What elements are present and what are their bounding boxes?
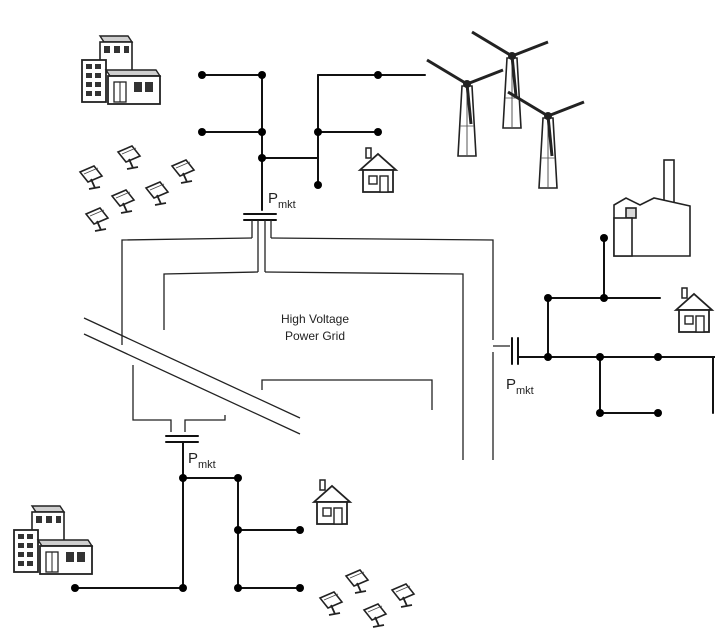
solar-panel-icon [319,591,343,616]
svg-text:Pmkt: Pmkt [188,450,216,471]
grid-label-line2: Power Grid [285,329,345,343]
house-icon [313,479,351,525]
office-building-icon [13,505,93,575]
wind-turbine-icon [470,30,550,130]
svg-text:Pmkt: Pmkt [506,376,534,397]
solar-panel-icon [171,159,195,184]
svg-text:Pmkt: Pmkt [268,190,296,211]
grid-label: High Voltage Power Grid [281,312,349,343]
solar-panel-icon [391,583,415,608]
price-label-bottom-main: P [188,450,198,467]
solar-panel-icon [111,189,135,214]
right-transformer [511,337,519,365]
price-label-bottom-sub: mkt [198,459,216,471]
solar-panel-icon [345,569,369,594]
house-icon [675,287,713,333]
price-label-right-sub: mkt [516,385,534,397]
solar-panel-icon [117,145,141,170]
right-feeder [517,234,715,417]
house-icon [359,147,397,193]
price-label-top-sub: mkt [278,199,296,211]
wind-turbine-icon [425,58,505,158]
price-label-top: Pmkt [268,190,296,211]
solar-panel-icon [363,603,387,628]
solar-panel-icon [145,181,169,206]
top-feeder [198,71,426,211]
price-label-right-main: P [506,376,516,393]
top-transformer [243,213,277,272]
solar-panel-icon [79,165,103,190]
bottom-feeder [71,441,304,592]
grid-label-line1: High Voltage [281,312,349,326]
solar-panel-icon [85,207,109,232]
bottom-transformer [165,435,199,443]
high-voltage-grid [83,237,510,460]
office-building-icon [81,35,161,105]
price-label-right: Pmkt [506,376,534,397]
price-label-top-main: P [268,190,278,207]
price-label-bottom: Pmkt [188,450,216,471]
factory-icon [613,159,691,257]
